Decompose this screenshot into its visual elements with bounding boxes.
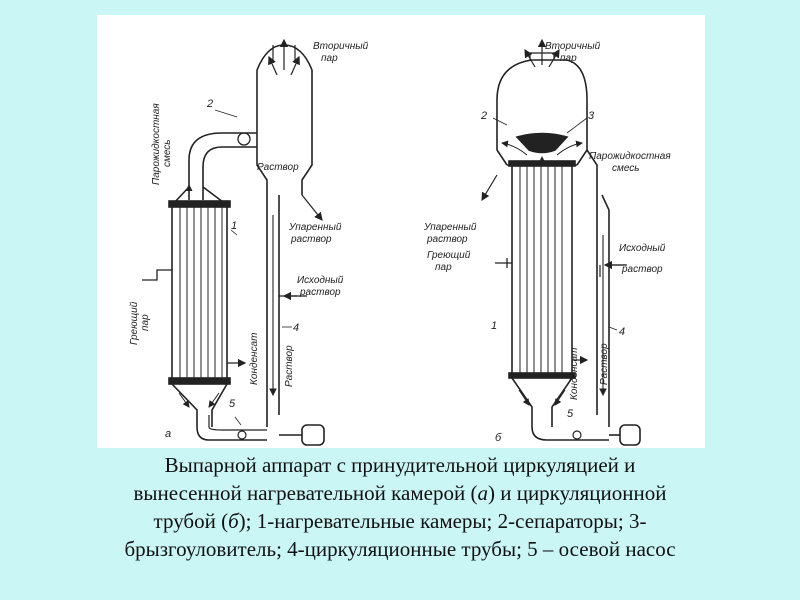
num-2-b: 2 xyxy=(480,110,487,122)
caption-line-2: вынесенной нагревательной камерой ( xyxy=(133,481,478,505)
diagram-a-labels: Вторичный пар 2 Раствор Парожидкостная с… xyxy=(129,41,369,440)
num-5-b: 5 xyxy=(567,408,574,420)
num-2-a: 2 xyxy=(206,98,213,110)
evap-solution-label-b-2: раствор xyxy=(426,234,468,245)
vapor-label-a-1: Вторичный xyxy=(313,41,369,52)
mixture-label-b-1: Парожидкостная xyxy=(589,151,671,162)
separator-a xyxy=(256,70,313,195)
mixture-label-b-2: смесь xyxy=(612,163,640,174)
num-4-b: 4 xyxy=(619,326,625,338)
caption-line-3-b: б xyxy=(228,509,239,533)
caption-line-2-a: а xyxy=(477,481,488,505)
caption-line-3: трубой ( xyxy=(153,509,229,533)
letter-b: б xyxy=(495,432,502,444)
demister-b xyxy=(515,132,569,154)
diagram-a xyxy=(142,38,325,446)
caption-line-2-rest: ) и циркуляционной xyxy=(487,481,667,505)
vapor-label-b-2: пар xyxy=(560,53,577,64)
vapor-label-a-2: пар xyxy=(321,53,338,64)
steam-label-b-2: пар xyxy=(435,262,452,273)
heating-chamber-b xyxy=(511,164,573,376)
vapor-label-b-1: Вторичный xyxy=(545,41,601,52)
num-4-a: 4 xyxy=(293,322,299,334)
separator-b xyxy=(496,59,588,166)
diagram-b-labels: Вторичный пар 2 3 Парожидкостная смесь У… xyxy=(423,41,671,444)
mixture-label-a-2: смесь xyxy=(162,139,173,167)
evap-solution-label-b-1: Упаренный xyxy=(423,222,477,233)
letter-a: а xyxy=(165,428,171,440)
steam-label-a-2: пар xyxy=(140,314,151,331)
condensate-label-a: Конденсат xyxy=(249,333,260,385)
pipe-solution-label-b: Раствор xyxy=(599,343,610,385)
mixture-pipe-a xyxy=(188,132,257,200)
num-1-a: 1 xyxy=(231,220,237,232)
steam-label-a-1: Греющий xyxy=(129,301,140,345)
feed-label-b-1: Исходный xyxy=(619,243,666,254)
circulation-pipe-b xyxy=(586,149,610,427)
steam-label-b-1: Греющий xyxy=(427,250,471,261)
diagram-b xyxy=(481,38,641,446)
evaporator-diagrams: Вторичный пар 2 Раствор Парожидкостная с… xyxy=(129,38,671,446)
pipe-solution-label-a: Раствор xyxy=(284,345,295,387)
figure-caption: Выпарной аппарат с принудительной циркул… xyxy=(40,451,760,563)
feed-label-a-1: Исходный xyxy=(297,275,344,286)
mixture-label-a-1: Парожидкостная xyxy=(151,103,162,185)
feed-label-a-2: раствор xyxy=(299,287,341,298)
evap-solution-label-a-2: раствор xyxy=(290,234,332,245)
num-1-b: 1 xyxy=(491,320,497,332)
diagram-panel: Вторичный пар 2 Раствор Парожидкостная с… xyxy=(97,15,705,448)
caption-line-1: Выпарной аппарат с принудительной циркул… xyxy=(164,453,636,477)
condensate-label-b: Конденсат xyxy=(569,348,580,400)
num-3-b: 3 xyxy=(588,110,595,122)
caption-line-3-rest: ); 1-нагревательные камеры; 2-сепараторы… xyxy=(238,509,647,533)
evap-solution-label-a-1: Упаренный xyxy=(288,222,342,233)
solution-label-a: Раствор xyxy=(257,162,299,173)
circulation-pipe-a xyxy=(266,195,280,427)
feed-label-b-2: раствор xyxy=(621,264,663,275)
caption-line-4: брызгоуловитель; 4-циркуляционные трубы;… xyxy=(124,537,676,561)
num-5-a: 5 xyxy=(229,398,236,410)
